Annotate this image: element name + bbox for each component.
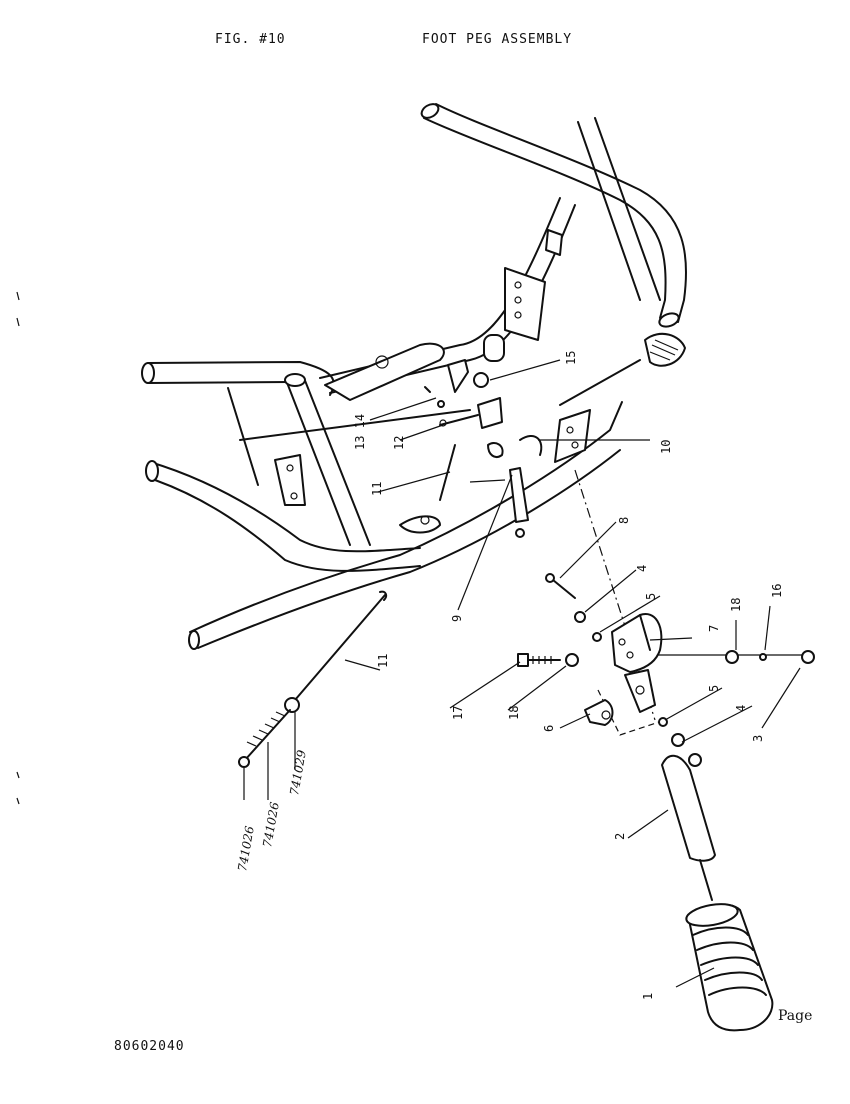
callout-1: 1 — [641, 993, 655, 1000]
brake-pedal — [559, 332, 686, 406]
callout-7: 7 — [707, 625, 721, 632]
callout-2: 2 — [613, 833, 627, 840]
figure-title: FOOT PEG ASSEMBLY — [422, 32, 573, 47]
callout-6: 6 — [542, 725, 556, 732]
callout-15: 15 — [564, 351, 578, 365]
callout-3: 3 — [751, 735, 765, 742]
figure-number: FIG. #10 — [215, 32, 286, 47]
part-number: 80602040 — [114, 1039, 185, 1054]
callout-12: 12 — [392, 436, 406, 450]
callout-4b: 4 — [635, 565, 649, 572]
callout-4a: 4 — [734, 705, 748, 712]
callout-8: 8 — [617, 517, 631, 524]
callout-5b: 5 — [644, 593, 658, 600]
callout-18a: 18 — [507, 706, 521, 720]
callout-10: 10 — [659, 440, 673, 454]
callout-18b: 18 — [729, 598, 743, 612]
frame — [141, 103, 687, 650]
callout-16: 16 — [770, 584, 784, 598]
foot-peg-parts — [517, 469, 815, 1032]
callouts: 1 2 3 4 4 5 5 6 7 8 9 10 11 11 12 13 14 … — [353, 351, 784, 1000]
brake-rod — [238, 590, 388, 800]
handwritten-number-3: 741029 — [287, 749, 309, 797]
callout-11b: 11 — [376, 654, 390, 668]
handwritten-number-1: 741026 — [235, 825, 257, 873]
page-label: Page — [778, 1008, 813, 1024]
callout-17: 17 — [451, 706, 465, 720]
callout-5a: 5 — [707, 685, 721, 692]
callout-9: 9 — [450, 615, 464, 622]
handwritten-number-2: 741026 — [260, 801, 282, 849]
callout-11a: 11 — [370, 482, 384, 496]
leader-lines — [344, 359, 801, 988]
scan-specks — [16, 291, 20, 805]
callout-13-14: 13 14 — [353, 414, 367, 450]
